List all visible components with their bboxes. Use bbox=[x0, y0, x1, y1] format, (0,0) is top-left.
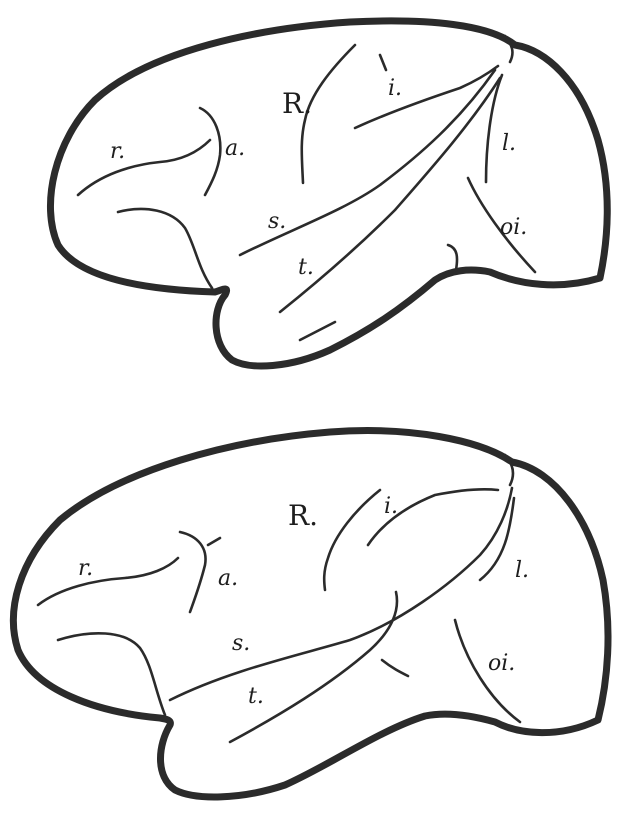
brain-bottom-label-l: l. bbox=[515, 558, 529, 583]
brain-top-label-a: a. bbox=[225, 136, 245, 161]
brain-top-label-l: l. bbox=[502, 131, 516, 156]
brain-top-label-oi: oi. bbox=[500, 215, 527, 240]
brain-top-sulcus-l bbox=[486, 75, 502, 182]
brain-top-sulcus-a bbox=[200, 108, 220, 195]
brain-top: R. i. l. r. a. s. t. oi. bbox=[50, 21, 607, 366]
brain-bottom-label-oi: oi. bbox=[488, 651, 515, 676]
brain-bottom: R. i. l. r. a. s. t. oi. bbox=[13, 431, 608, 797]
brain-bottom-sulcus-l bbox=[480, 498, 514, 580]
brain-top-label-i: i. bbox=[388, 76, 402, 101]
brain-top-label-R: R. bbox=[282, 87, 312, 120]
brain-top-label-t: t. bbox=[298, 255, 314, 280]
brain-top-temporal-notch bbox=[448, 245, 457, 270]
brain-top-sulcus-i bbox=[355, 66, 498, 128]
brain-top-label-r: r. bbox=[110, 139, 125, 164]
brain-bottom-outline bbox=[13, 431, 608, 797]
brain-bottom-sulcus-r bbox=[38, 558, 178, 605]
brain-top-sulcus-lower-frontal bbox=[118, 209, 212, 288]
brain-top-sulcus-r bbox=[78, 140, 210, 195]
brain-top-sulcus-tick bbox=[380, 55, 386, 70]
brain-bottom-label-i: i. bbox=[384, 494, 398, 519]
brain-top-sulcus-lower-temporal bbox=[300, 322, 335, 340]
brain-bottom-sulcus-lower-frontal bbox=[58, 633, 165, 715]
brain-bottom-label-s: s. bbox=[232, 631, 250, 656]
brain-bottom-label-t: t. bbox=[248, 684, 264, 709]
brain-bottom-sulcus-dash bbox=[382, 660, 408, 676]
brain-bottom-label-r: r. bbox=[78, 556, 93, 581]
brain-bottom-sulcus-tick bbox=[208, 538, 220, 545]
brain-bottom-sulcus-s bbox=[170, 488, 512, 700]
brain-top-label-s: s. bbox=[268, 209, 286, 234]
brain-bottom-label-a: a. bbox=[218, 566, 238, 591]
brain-bottom-label-R: R. bbox=[288, 499, 318, 532]
brain-bottom-sulcus-a bbox=[180, 532, 206, 612]
